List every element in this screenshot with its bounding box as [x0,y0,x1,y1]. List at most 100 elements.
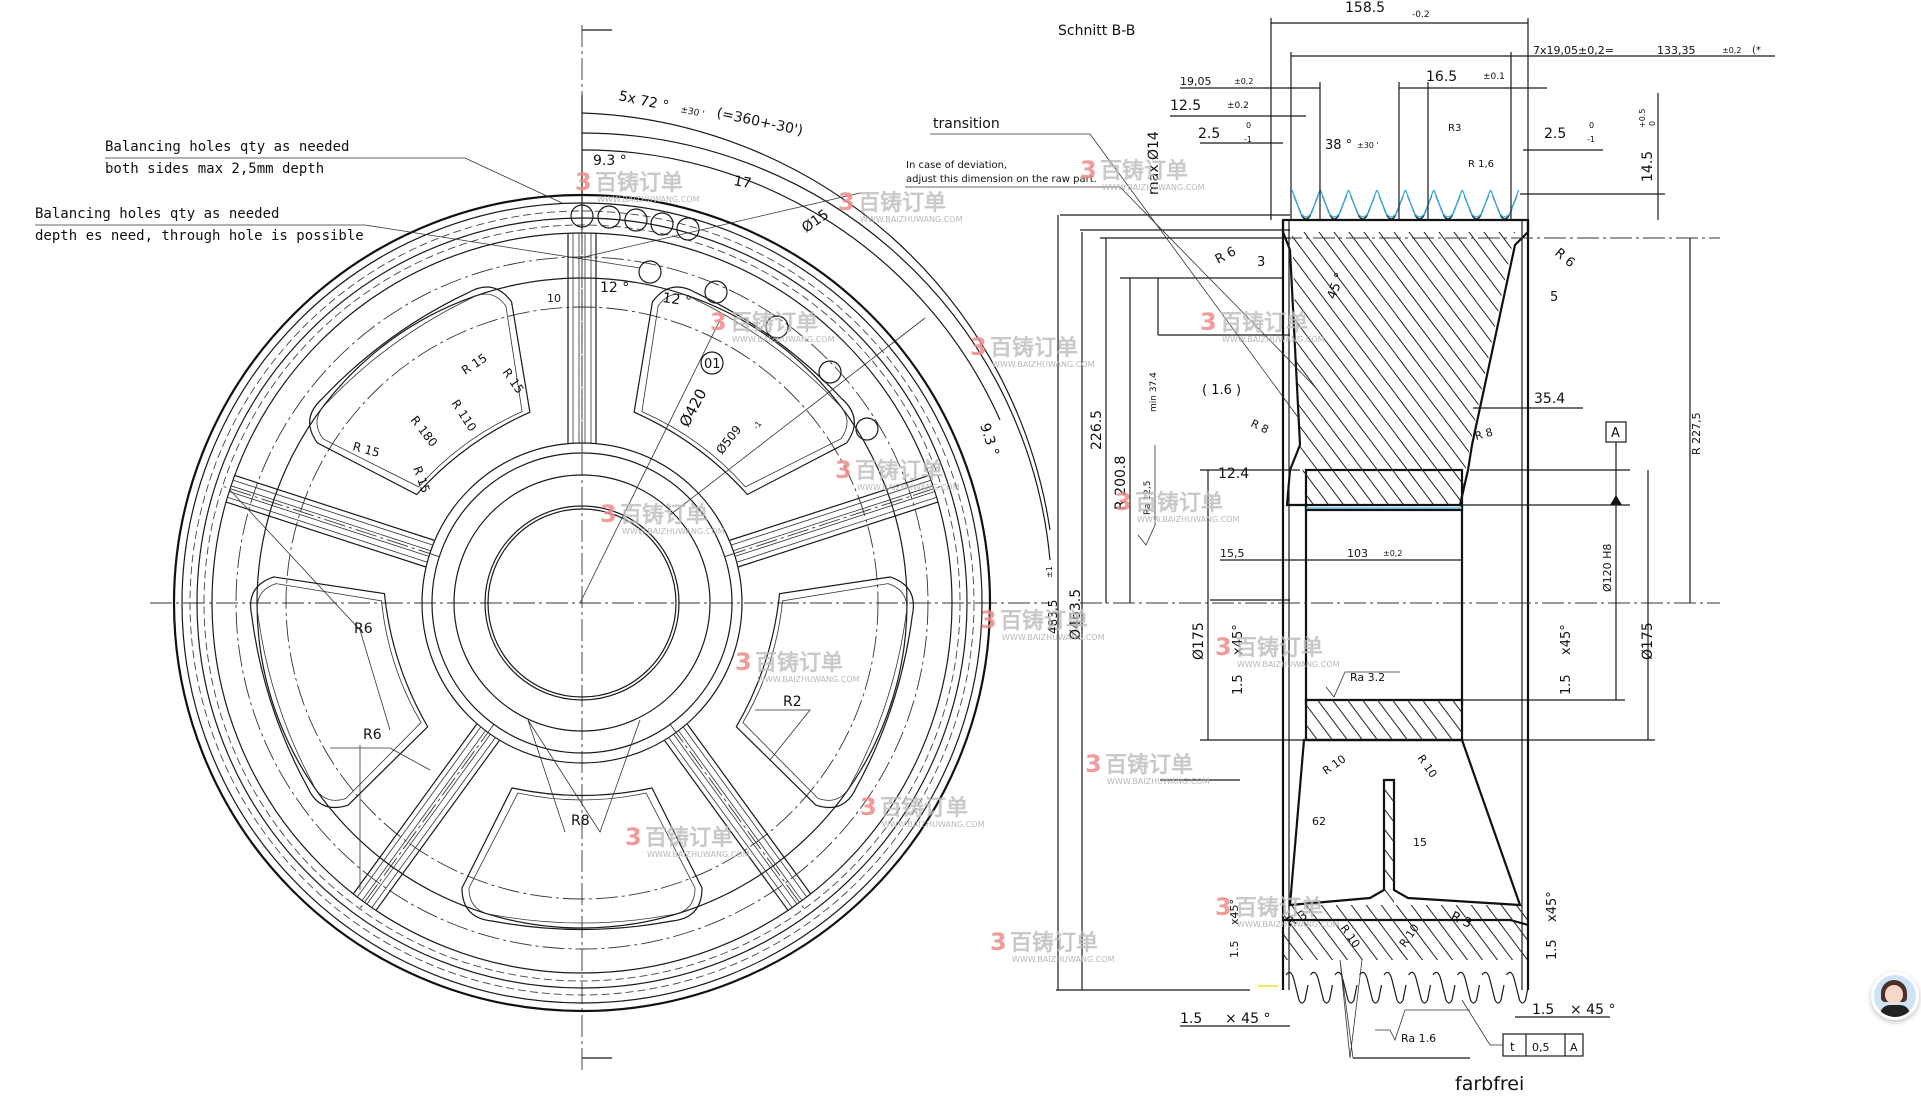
spoke-window [250,576,429,809]
svg-text:WWW.BAIZHUWANG.COM: WWW.BAIZHUWANG.COM [1222,335,1325,344]
tol-frame-value: 0,5 [1532,1041,1550,1054]
svg-text:WWW.BAIZHUWANG.COM: WWW.BAIZHUWANG.COM [757,675,860,684]
dim-pcd-509: Ø509 [713,423,744,457]
note-transition: transition [933,116,1000,132]
svg-text:3: 3 [980,606,997,634]
section-view [905,18,1775,1059]
svg-text:百铸订单: 百铸订单 [620,502,708,528]
svg-text:3: 3 [710,308,727,336]
svg-text:百铸订单: 百铸订单 [730,310,818,336]
dim-cham-bottom-right-x: x45° [1545,891,1560,922]
dim-pitch-total-note: (* [1752,45,1761,56]
dim-overall-width-tol: -0.2 [1412,10,1430,20]
svg-text:3: 3 [860,793,877,821]
dim-bottom-cham-right-x: × 45 ° [1570,1002,1615,1018]
dim-groove-width-tol: ±0.1 [1483,72,1505,82]
svg-text:百铸订单: 百铸订单 [1105,752,1193,778]
dim-5: 5 [1550,290,1558,305]
dim-angle-eq: (=360+-30') [715,105,804,139]
tol-frame-symbol: t [1510,1040,1515,1054]
svg-text:百铸订单: 百铸订单 [645,825,733,851]
svg-text:WWW.BAIZHUWANG.COM: WWW.BAIZHUWANG.COM [1237,920,1340,929]
svg-text:3: 3 [600,500,617,528]
svg-text:百铸订单: 百铸订单 [1100,158,1188,184]
svg-text:3: 3 [1085,750,1102,778]
svg-text:百铸订单: 百铸订单 [1000,608,1088,634]
note-deviation-line1: In case of deviation, [906,160,1007,171]
dim-r15-a: R 15 [459,351,490,378]
assistant-avatar[interactable] [1871,972,1919,1020]
ra-12-5: Ra 12,5 [1143,481,1153,515]
dim-12-4: 12.4 [1218,466,1249,482]
dim-r6-b: R6 [363,727,382,743]
dim-groove-width: 16.5 [1426,69,1457,85]
tol-frame-datum: A [1570,1041,1578,1054]
dim-groove-depth-tol-low: 0 [1648,121,1657,126]
dim-hole-angle: 9.3 ° [593,153,627,169]
dim-bottom-cham-left: 1.5 [1180,1011,1202,1027]
dim-r3-top: R3 [1448,123,1461,134]
svg-text:3: 3 [1215,633,1232,661]
dim-edge-right-tol-up: 0 [1589,121,1594,130]
spoke-window [633,286,855,496]
svg-text:WWW.BAIZHUWANG.COM: WWW.BAIZHUWANG.COM [1107,777,1210,786]
avatar-body [1880,1005,1910,1017]
dim-bottom-cham-right: 1.5 [1532,1002,1554,1018]
svg-text:WWW.BAIZHUWANG.COM: WWW.BAIZHUWANG.COM [860,215,963,224]
svg-text:3: 3 [735,648,752,676]
svg-text:3: 3 [990,928,1007,956]
note-balancing-1-line2: both sides max 2,5mm depth [105,161,324,177]
section-title: Schnitt B-B [1058,23,1135,39]
svg-text:百铸订单: 百铸订单 [1010,930,1098,956]
datum-a-label: A [1611,426,1620,441]
dim-r10-c: R 10 [1338,922,1363,950]
dim-groove-depth: 14.5 [1640,151,1656,182]
spoke [220,474,440,568]
dim-edge-left-tol-up: 0 [1246,121,1251,130]
svg-text:3: 3 [625,823,642,851]
dim-hub-dia-left: Ø175 [1191,622,1207,660]
svg-text:3: 3 [1200,308,1217,336]
dim-angle-pattern: 5x 72 ° [617,88,670,114]
dim-cham-left-x: x45° [1231,624,1246,655]
note-deviation-line2: adjust this dimension on the raw part. [906,174,1097,185]
dim-cham-bottom-right: 1.5 [1545,939,1560,960]
svg-text:WWW.BAIZHUWANG.COM: WWW.BAIZHUWANG.COM [597,195,700,204]
dim-pitch: 19,05 [1180,75,1212,88]
dim-r6-left: R 6 [1213,244,1239,267]
dim-pitch-chain: 7x19,05±0,2= [1533,44,1614,57]
svg-text:WWW.BAIZHUWANG.COM: WWW.BAIZHUWANG.COM [1137,515,1240,524]
svg-text:3: 3 [1215,893,1232,921]
svg-text:百铸订单: 百铸订单 [1135,490,1223,516]
svg-text:WWW.BAIZHUWANG.COM: WWW.BAIZHUWANG.COM [622,527,725,536]
dim-edge-right-tol-low: -1 [1587,135,1595,144]
svg-text:百铸订单: 百铸订单 [858,190,946,216]
dim-r10-a: R 10 [1320,752,1348,777]
dim-cham-bottom-left: 1.5 [1228,941,1241,959]
svg-text:WWW.BAIZHUWANG.COM: WWW.BAIZHUWANG.COM [647,850,750,859]
dim-pcd-420: Ø420 [676,386,711,430]
svg-text:百铸订单: 百铸订单 [990,335,1078,361]
dim-hub-length: 103 [1347,547,1368,560]
svg-text:WWW.BAIZHUWANG.COM: WWW.BAIZHUWANG.COM [1237,660,1340,669]
dim-r227-5: R 227,5 [1690,412,1703,455]
svg-text:3: 3 [838,188,855,216]
svg-text:3: 3 [835,456,852,484]
dim-groove-angle-tol: ±30 ' [1357,141,1379,150]
dim-r10-d: R 10 [1397,922,1422,950]
dim-hole-angle-2: 12 ° [600,280,629,296]
note-balancing-2-line2: depth es need, through hole is possible [35,228,364,244]
note-balancing-2-line1: Balancing holes qty as needed [35,206,279,222]
dim-pcd-509-tol: -1 [751,419,763,431]
spoke [724,474,944,568]
